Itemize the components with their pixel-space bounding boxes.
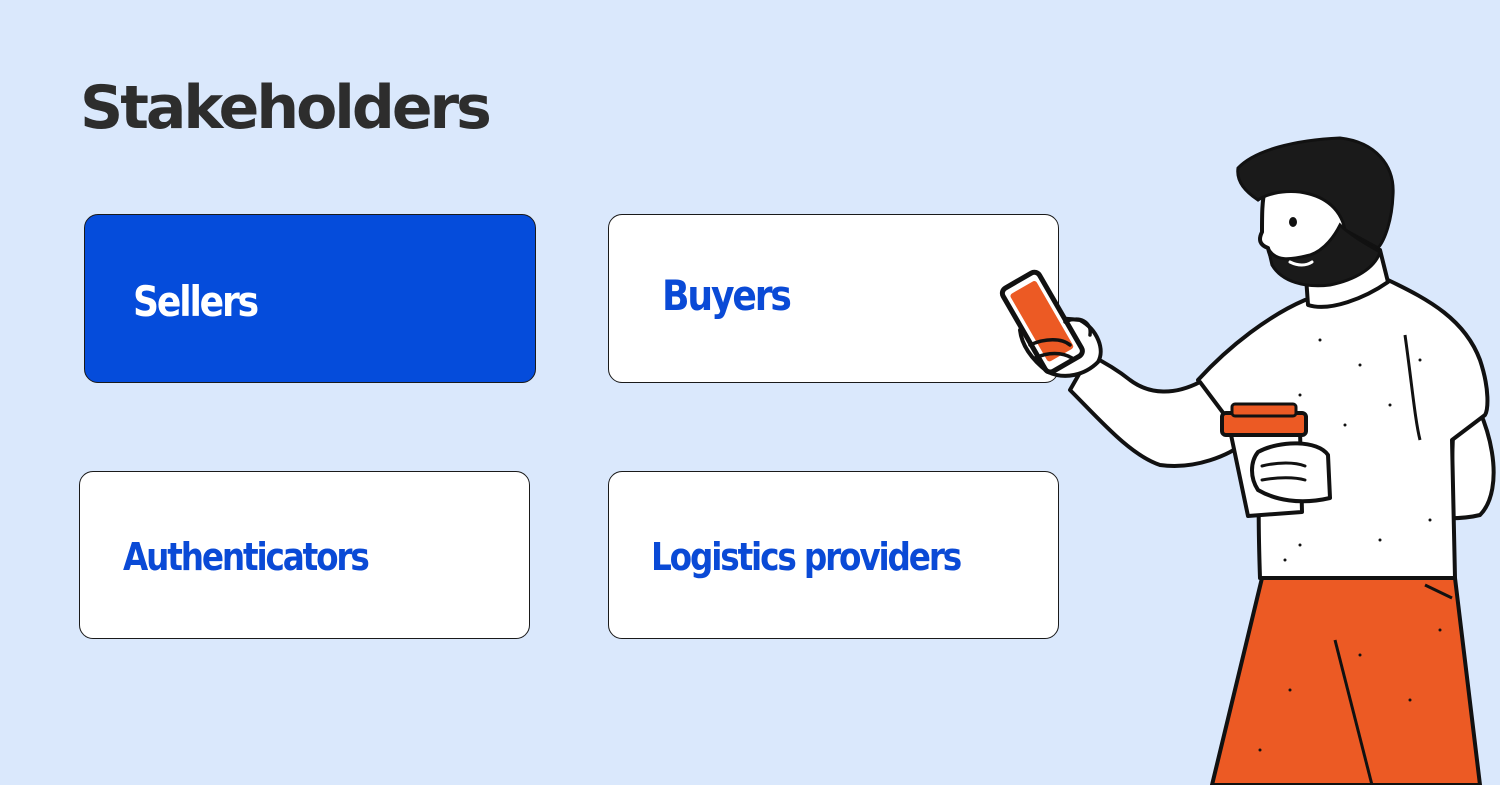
stakeholder-card-buyers[interactable]: Buyers bbox=[608, 214, 1059, 383]
stakeholder-card-sellers[interactable]: Sellers bbox=[84, 214, 536, 383]
stakeholder-card-label: Logistics providers bbox=[651, 535, 962, 579]
stakeholder-card-label: Authenticators bbox=[123, 535, 370, 579]
stakeholder-card-label: Sellers bbox=[133, 277, 259, 326]
stakeholder-card-logistics-providers[interactable]: Logistics providers bbox=[608, 471, 1059, 639]
page-title: Stakeholders bbox=[80, 73, 492, 143]
left-arm-shape bbox=[1068, 353, 1247, 468]
beard-shape bbox=[1266, 222, 1382, 288]
hair-shape bbox=[1236, 136, 1395, 250]
stakeholder-card-label: Buyers bbox=[662, 271, 792, 320]
man-with-phone-and-coffee-illustration bbox=[999, 136, 1496, 785]
stakeholder-card-authenticators[interactable]: Authenticators bbox=[79, 471, 530, 639]
